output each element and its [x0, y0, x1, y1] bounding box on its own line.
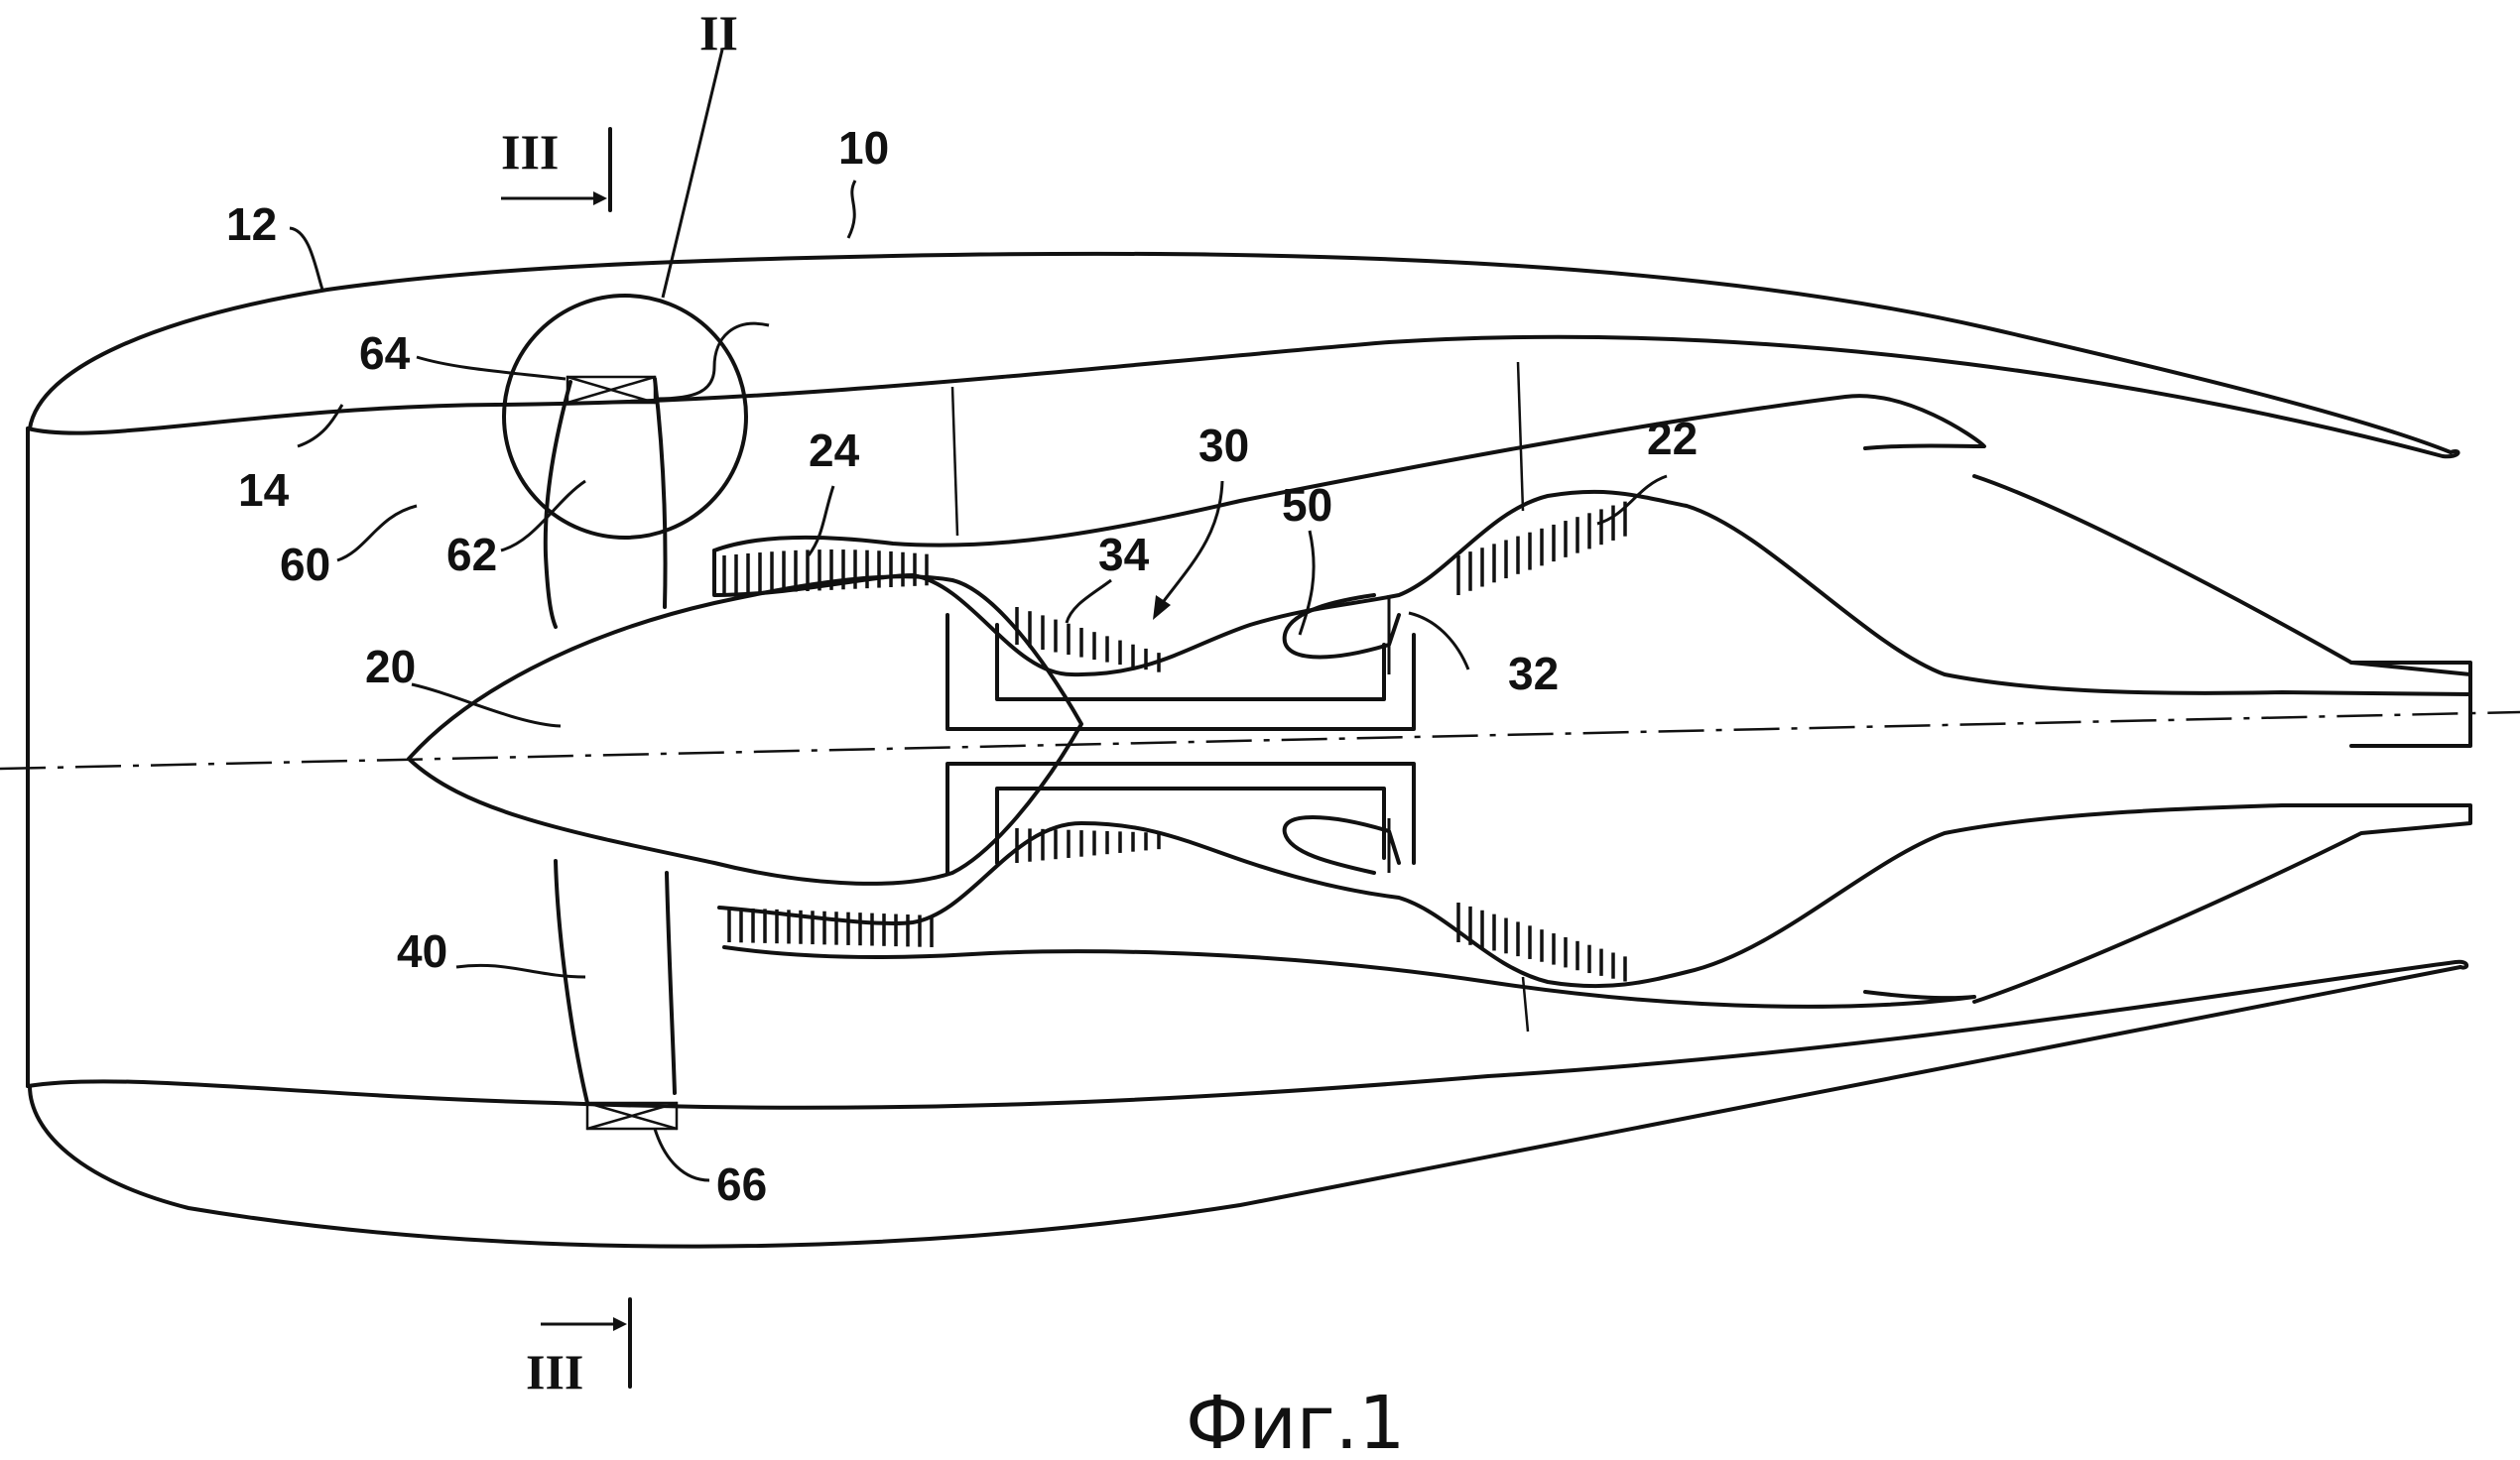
leader-10: [846, 180, 857, 239]
figure-caption: Фиг.1: [1186, 1381, 1405, 1460]
bypass-strut-2: [1516, 361, 1525, 512]
core-flowpath-lower: [717, 803, 2472, 1004]
leader-40: [455, 963, 586, 979]
callout-14: 14: [238, 464, 290, 516]
bypass-strut-1: [950, 386, 959, 537]
hp-compressor-blades-upper: [1015, 607, 1161, 672]
detail-circle: [502, 294, 748, 540]
detail-marker-label: II: [699, 5, 738, 61]
leader-II-hook: [656, 321, 770, 401]
center-axis: [0, 710, 2520, 771]
callout-66: 66: [716, 1158, 767, 1210]
shaft-housing-upper: [945, 613, 1416, 731]
fan-blade-lower: [554, 859, 589, 1105]
fan-blade-upper: [543, 380, 572, 629]
leader-66: [653, 1128, 710, 1182]
callout-32: 32: [1508, 648, 1559, 699]
exhaust-nozzle: [2349, 661, 2472, 748]
leader-50: [1298, 530, 1316, 636]
core-flowpath-upper: [712, 474, 2472, 696]
section-marker-bottom-label: III: [526, 1344, 583, 1399]
turbine-blades-upper: [1456, 501, 1627, 595]
callout-10: 10: [838, 122, 889, 174]
compressor-blades-upper: [722, 549, 929, 595]
shaft-housing-lower: [945, 762, 1416, 875]
compressor-blades-lower: [727, 908, 934, 947]
leader-62: [500, 479, 586, 552]
turbine-blades-lower: [1456, 903, 1627, 982]
leader-64: [416, 355, 567, 381]
callout-12: 12: [226, 198, 277, 250]
leader-12: [289, 226, 324, 291]
callout-30: 30: [1198, 420, 1249, 471]
section-arrow-bottom: [541, 1297, 632, 1389]
nacelle-outer-shell: [28, 251, 2453, 454]
fan-blade-upper-trailing: [653, 377, 668, 609]
callout-22: 22: [1647, 413, 1698, 464]
detail-leader: [661, 49, 724, 299]
core-cowl-upper: [712, 394, 1986, 552]
blade-tip-seal-lower: [585, 1101, 679, 1131]
nacelle-lower-shell: [28, 965, 2462, 1249]
spinner-nose: [407, 574, 1083, 886]
shaft-housing-upper-inner: [995, 623, 1386, 701]
fan-duct-inner-wall-lower: [26, 959, 2469, 1110]
blade-tip-seal-upper: [566, 375, 657, 405]
callout-24: 24: [809, 425, 860, 476]
callout-62: 62: [446, 529, 497, 580]
leader-14: [297, 404, 344, 448]
core-cowl-lower: [722, 945, 1976, 1009]
callout-20: 20: [365, 641, 416, 692]
callout-34: 34: [1098, 529, 1150, 580]
leader-20: [411, 682, 562, 728]
combustor-upper: [1282, 593, 1401, 660]
shaft-housing-lower-inner: [995, 787, 1386, 865]
callout-50: 50: [1282, 479, 1332, 531]
fan-duct-inner-wall-upper: [26, 334, 2460, 459]
callout-40: 40: [397, 925, 447, 977]
section-arrow-top: [501, 127, 612, 212]
leader-60: [336, 504, 418, 562]
leader-24: [807, 485, 835, 556]
bypass-strut-3: [1521, 976, 1530, 1033]
leader-30: [1159, 480, 1224, 606]
leader-30-arrowhead: [1153, 595, 1171, 620]
section-marker-top-label: III: [501, 124, 559, 180]
leader-34: [1065, 578, 1112, 624]
leader-32: [1408, 611, 1470, 670]
callout-60: 60: [280, 539, 330, 590]
hp-compressor-blades-lower: [1015, 828, 1161, 863]
combustor-lower: [1282, 815, 1401, 875]
leader-22: [1596, 474, 1668, 526]
fan-blade-lower-trailing: [665, 871, 677, 1095]
callout-64: 64: [359, 327, 411, 379]
